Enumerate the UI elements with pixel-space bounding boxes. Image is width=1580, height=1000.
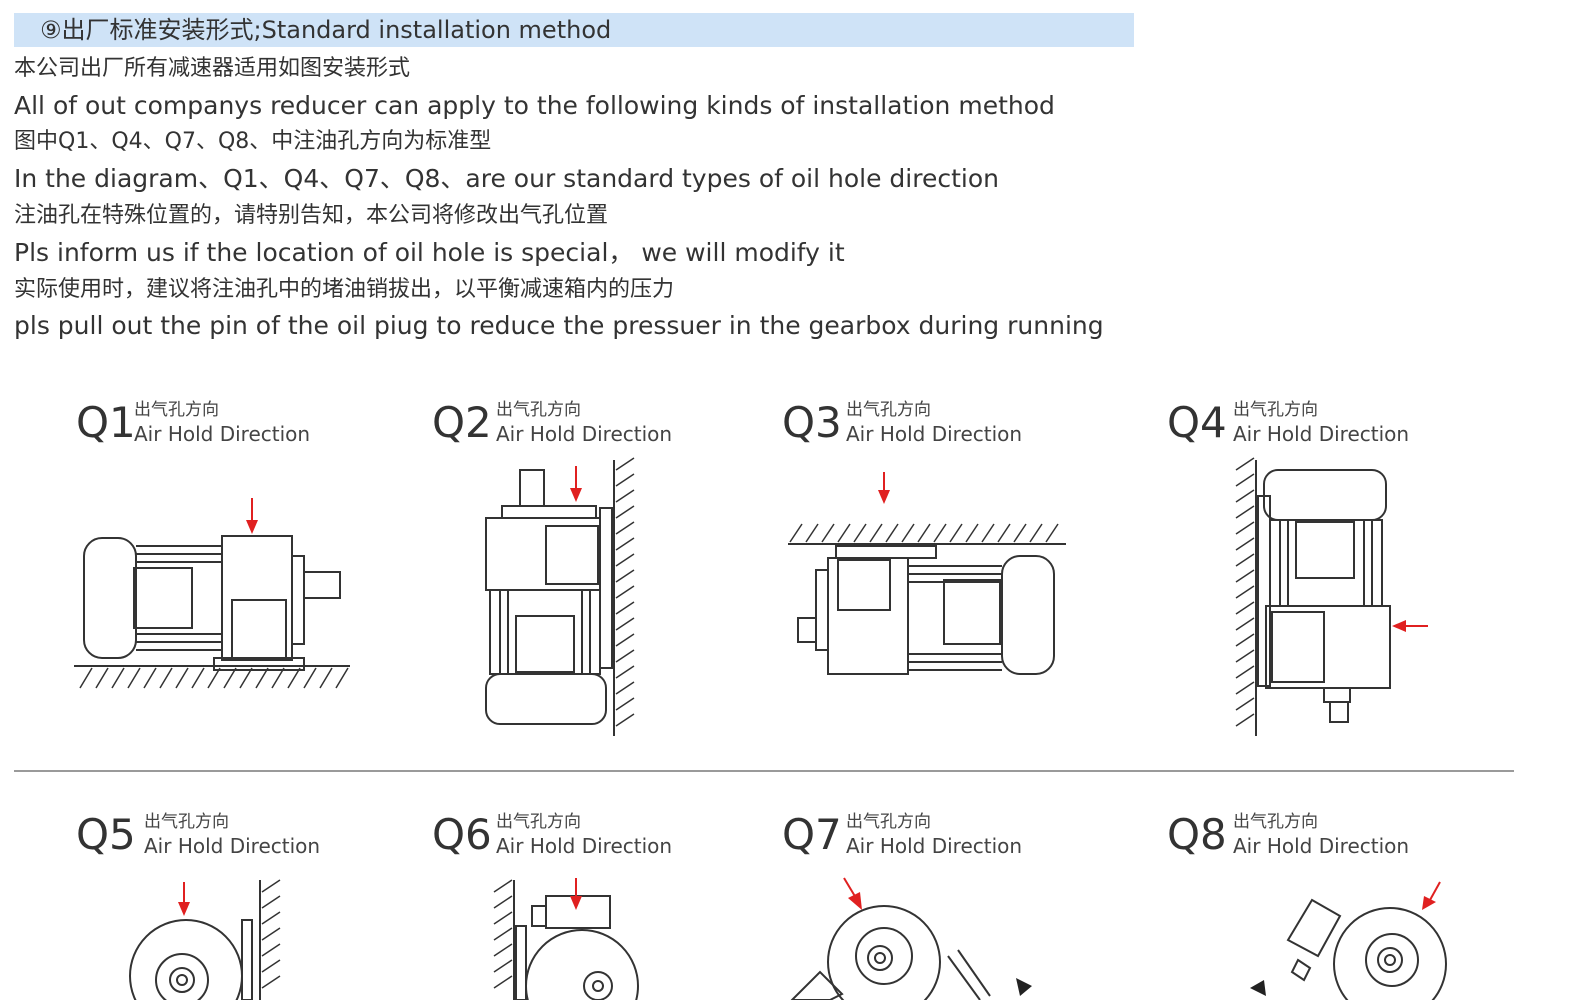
intro-line-cn-1: 本公司出厂所有减速器适用如图安装形式 (14, 56, 411, 81)
position-code: Q3 (782, 398, 842, 447)
wall-hatch (493, 879, 513, 989)
air-hole-arrow (246, 498, 258, 534)
position-cn-label: 出气孔方向 (1233, 400, 1318, 420)
diagram-q8 (1250, 881, 1447, 1000)
intro-line-en-3: Pls inform us if the location of oil hol… (14, 238, 845, 267)
position-code: Q1 (76, 398, 136, 447)
position-cn-label: 出气孔方向 (1233, 812, 1318, 832)
position-en-label: Air Hold Direction (846, 834, 1023, 858)
wall-hatch (261, 879, 281, 989)
position-cn-label: 出气孔方向 (846, 812, 931, 832)
position-en-label: Air Hold Direction (846, 422, 1023, 446)
intro-line-cn-4: 实际使用时，建议将注油孔中的堵油销拔出，以平衡减速箱内的压力 (14, 277, 675, 302)
air-hole-arrow (878, 472, 890, 504)
diagram-q1 (74, 498, 350, 689)
intro-line-en-4: pls pull out the pin of the oil piug to … (14, 311, 1104, 340)
position-code: Q6 (432, 810, 492, 859)
position-en-label: Air Hold Direction (496, 834, 673, 858)
air-hole-arrow (178, 882, 190, 916)
air-hole-arrow (570, 878, 582, 910)
air-hole-arrow (1392, 620, 1428, 632)
position-en-label: Air Hold Direction (144, 834, 321, 858)
air-hole-arrow (843, 877, 862, 910)
wall-hatch (615, 457, 635, 727)
intro-line-en-2: In the diagram、Q1、Q4、Q7、Q8、are our stand… (14, 164, 999, 193)
intro-line-en-1: All of out companys reducer can apply to… (14, 91, 1055, 120)
diagram-q3 (788, 472, 1066, 675)
intro-line-cn-3: 注油孔在特殊位置的，请特别告知，本公司将修改出气孔位置 (14, 203, 609, 228)
intro-line-cn-2: 图中Q1、Q4、Q7、Q8、中注油孔方向为标准型 (14, 129, 492, 154)
position-cn-label: 出气孔方向 (496, 400, 581, 420)
position-cn-label: 出气孔方向 (846, 400, 931, 420)
position-code: Q8 (1167, 810, 1227, 859)
air-hole-arrow (570, 466, 582, 502)
position-en-label: Air Hold Direction (1233, 422, 1410, 446)
position-code: Q4 (1167, 398, 1227, 447)
air-hole-arrow (1422, 881, 1441, 910)
position-en-label: Air Hold Direction (496, 422, 673, 446)
position-cn-label: 出气孔方向 (134, 400, 219, 420)
section-divider (14, 770, 1514, 772)
position-en-label: Air Hold Direction (134, 422, 311, 446)
wall-hatch (1235, 457, 1255, 727)
position-code: Q7 (782, 810, 842, 859)
position-code: Q5 (76, 810, 136, 859)
position-cn-label: 出气孔方向 (144, 812, 229, 832)
diagram-q2 (485, 457, 635, 736)
floor-hatch (79, 667, 349, 689)
diagram-q5 (129, 879, 281, 1000)
diagram-q7 (790, 877, 1032, 1000)
diagram-q4 (1235, 457, 1428, 736)
position-cn-label: 出气孔方向 (496, 812, 581, 832)
position-en-label: Air Hold Direction (1233, 834, 1410, 858)
ceiling-hatch (789, 523, 1059, 543)
position-code: Q2 (432, 398, 492, 447)
diagram-q6 (493, 878, 639, 1000)
section-title: ⑨出厂标准安装形式;Standard installation method (14, 13, 1134, 47)
